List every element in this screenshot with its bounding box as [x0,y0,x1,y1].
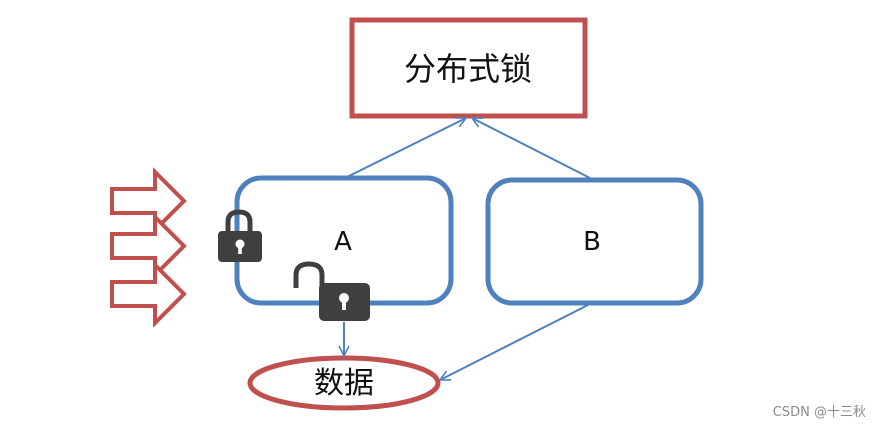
data-label: 数据 [314,366,374,401]
client-b-label: B [583,227,601,257]
data-node: 数据 [247,355,441,411]
padlock-closed-icon [218,209,262,262]
distributed-lock-box [349,17,588,119]
client-b-box [485,177,704,306]
watermark-text: CSDN @十三秋 [773,405,866,420]
client-b-node: B [485,177,704,306]
incoming-requests [110,167,187,328]
arrow-b-to-lock [472,117,591,179]
request-arrow-icon [110,260,187,328]
client-a-label: A [334,227,352,257]
arrow-a-to-lock [344,117,466,179]
distributed-lock-node: 分布式锁 [349,17,588,119]
distributed-lock-label: 分布式锁 [404,50,532,88]
data-ellipse [247,355,441,411]
request-arrow-icon [110,167,187,235]
request-arrow-icon [110,212,187,280]
arrow-b-to-data [440,304,589,381]
padlock-open-icon [293,261,370,321]
